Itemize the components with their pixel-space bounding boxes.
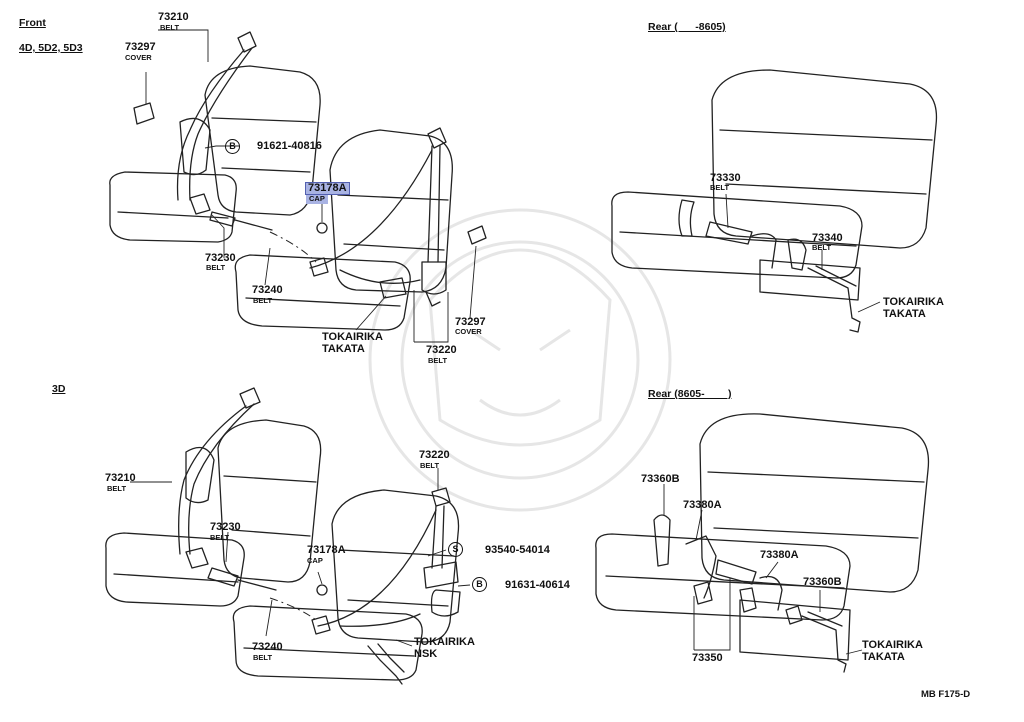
maker-nsk: NSK — [414, 648, 438, 660]
part-number-73230[interactable]: 73230 — [205, 252, 236, 264]
rear-late-leader-lines — [663, 484, 863, 655]
part-desc-belt: BELT — [428, 356, 448, 365]
part-desc-cover: COVER — [125, 53, 152, 62]
part-number-91621-40816[interactable]: 91621-40816 — [257, 140, 322, 152]
maker-tokairika: TOKAIRIKA — [883, 296, 944, 308]
maker-tokairika: TOKAIRIKA — [414, 636, 475, 648]
part-number-73240[interactable]: 73240 — [252, 641, 283, 653]
part-desc-belt: BELT — [210, 533, 230, 542]
maker-tokairika: TOKAIRIKA — [322, 331, 383, 343]
part-desc-belt: BELT — [420, 461, 440, 470]
part-number-73297[interactable]: 73297 — [455, 316, 486, 328]
rear-early-leader-lines — [725, 193, 881, 313]
part-number-73350[interactable]: 73350 — [692, 652, 723, 664]
part-number-73210[interactable]: 73210 — [105, 472, 136, 484]
part-desc-belt: BELT — [206, 263, 226, 272]
part-desc-cap: CAP — [307, 556, 323, 565]
front-driver-belt — [133, 31, 273, 231]
rear-late-belts — [653, 514, 847, 673]
part-desc-cap: CAP — [306, 195, 328, 204]
section-header-front-variants: 4D, 5D2, 5D3 — [19, 42, 83, 54]
three-door-driver-seat — [105, 419, 322, 607]
part-number-73178a-highlighted[interactable]: 73178A — [305, 182, 350, 195]
part-number-73380a[interactable]: 73380A — [760, 549, 799, 561]
watermark-emblem — [368, 208, 672, 512]
three-door-driver-belt — [178, 387, 277, 591]
bolt-badge-icon: B — [225, 139, 240, 154]
part-number-93540-54014[interactable]: 93540-54014 — [485, 544, 550, 556]
part-desc-belt: BELT — [812, 243, 832, 252]
part-desc-cover: COVER — [455, 327, 482, 336]
section-header-3d: 3D — [52, 383, 66, 395]
part-desc-belt: BELT — [253, 653, 273, 662]
part-number-73330[interactable]: 73330 — [710, 172, 741, 184]
part-number-73360b[interactable]: 73360B — [641, 473, 680, 485]
three-door-passenger-seat — [232, 489, 460, 681]
part-number-73340[interactable]: 73340 — [812, 232, 843, 244]
part-number-73210[interactable]: 73210 — [158, 11, 189, 23]
part-desc-belt: BELT — [107, 484, 127, 493]
rear-early-belts — [678, 199, 861, 333]
part-number-73230[interactable]: 73230 — [210, 521, 241, 533]
maker-tokairika: TOKAIRIKA — [862, 639, 923, 651]
section-header-rear-late: Rear (8605- ) — [648, 388, 732, 400]
three-door-leader-lines — [130, 468, 471, 647]
three-door-passenger-belt — [269, 487, 461, 685]
maker-takata: TAKATA — [883, 308, 926, 320]
part-desc-belt: BELT — [710, 183, 730, 192]
maker-takata: TAKATA — [322, 343, 365, 355]
front-driver-seat — [109, 65, 321, 243]
screw-badge-icon: S — [448, 542, 463, 557]
part-number-73240[interactable]: 73240 — [252, 284, 283, 296]
part-number-91631-40614[interactable]: 91631-40614 — [505, 579, 570, 591]
section-header-front: Front — [19, 17, 46, 29]
part-number-73220[interactable]: 73220 — [426, 344, 457, 356]
front-passenger-belt — [269, 127, 487, 307]
rear-late-seat — [595, 413, 930, 661]
bolt-badge-icon: B — [472, 577, 487, 592]
part-desc-belt: BELT — [253, 296, 273, 305]
part-number-73380a[interactable]: 73380A — [683, 499, 722, 511]
part-number-73178a[interactable]: 73178A — [307, 544, 346, 556]
part-number-73297[interactable]: 73297 — [125, 41, 156, 53]
front-leader-lines — [145, 29, 477, 343]
part-number-73220[interactable]: 73220 — [419, 449, 450, 461]
part-number-73360b[interactable]: 73360B — [803, 576, 842, 588]
diagram-code: MB F175-D — [921, 689, 971, 700]
section-header-rear-early: Rear ( -8605) — [648, 21, 726, 33]
rear-early-seat — [611, 69, 938, 301]
part-desc-belt: BELT — [160, 23, 180, 32]
maker-takata: TAKATA — [862, 651, 905, 663]
